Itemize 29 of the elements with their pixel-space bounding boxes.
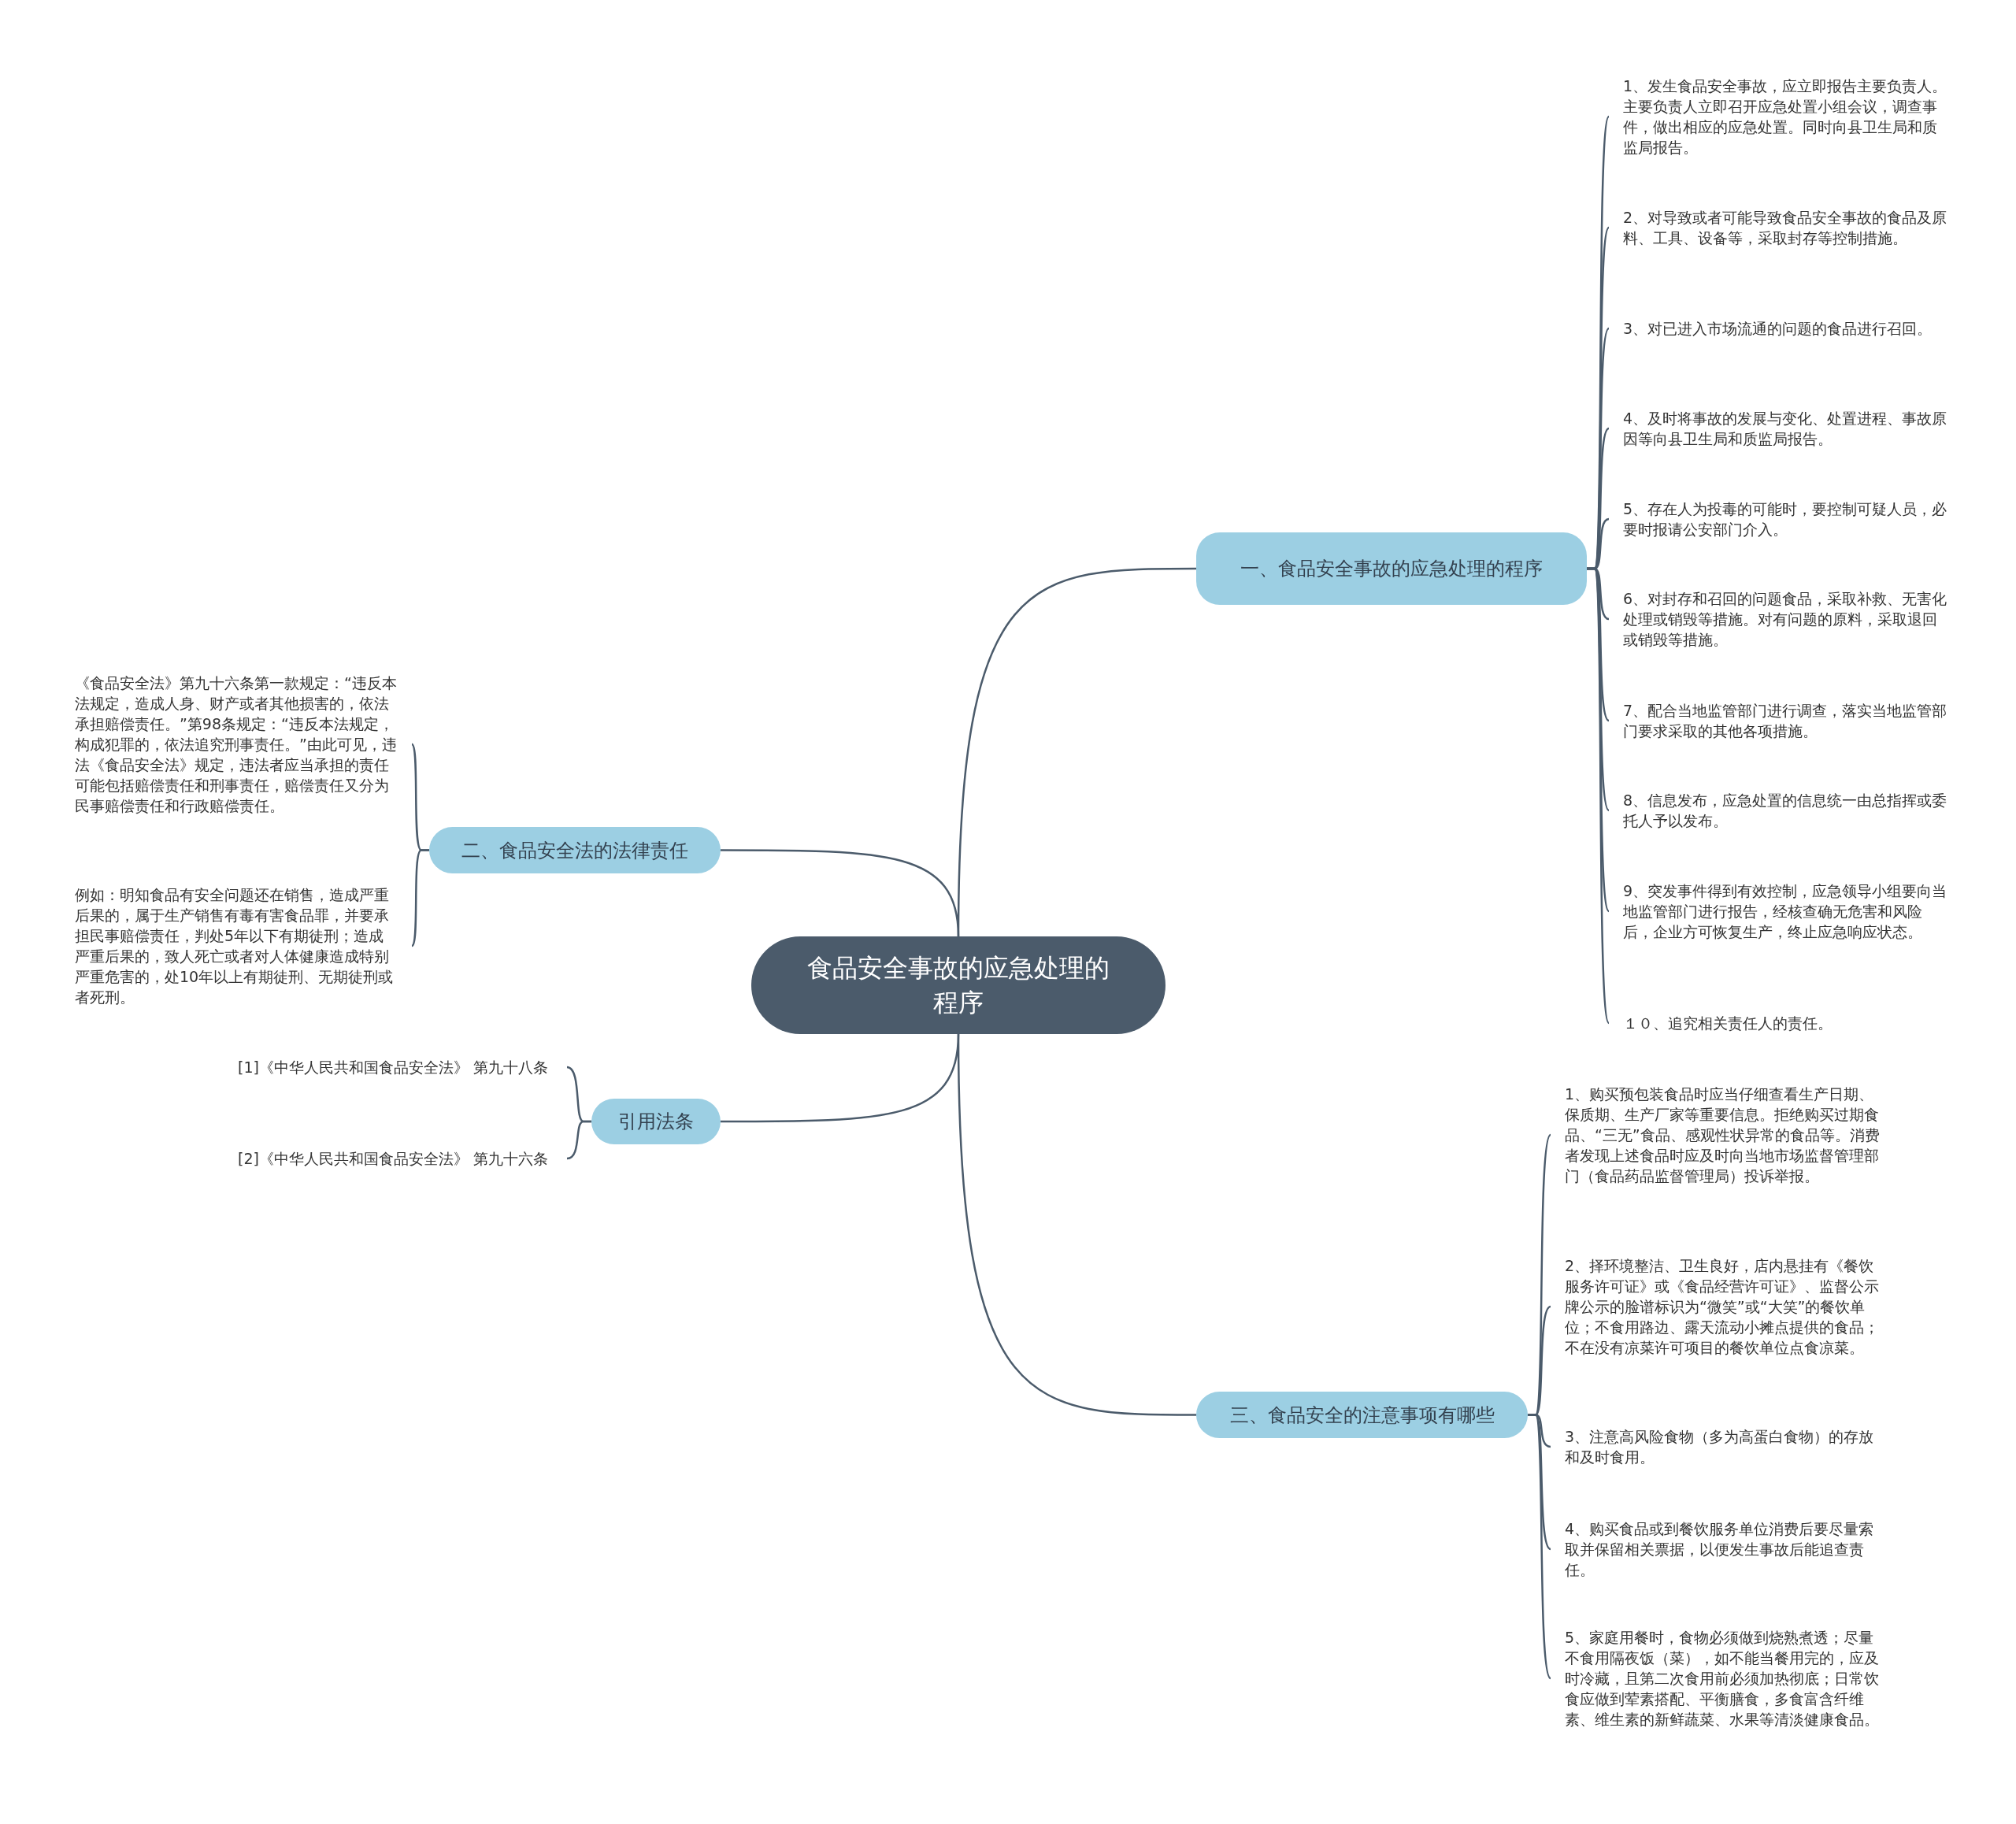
connector-line (411, 849, 429, 947)
note-text: 5、存在人为投毒的可能时，要控制可疑人员，必要时报请公安部门介入。 (1623, 499, 1947, 539)
connector-line (1528, 1414, 1552, 1679)
topic-pill: 三、食品安全的注意事项有哪些 (1196, 1392, 1528, 1438)
topic-pill: 引用法条 (591, 1099, 721, 1144)
note-text: 4、及时将事故的发展与变化、处置进程、事故原因等向县卫生局和质监局报告。 (1623, 408, 1947, 449)
note-text: 《食品安全法》第九十六条第一款规定：“违反本法规定，造成人身、财产或者其他损害的，依法承担赔偿责任。”第98条规定：“违反本法规定，构成犯罪的，依法追究刑事责任。”由此可见，违法《食品安全法》规定，违法者应当承担的责任可能包括赔偿责任和刑事责任，赔偿责任又分为民事赔偿责任和行政赔偿责任。 (75, 673, 398, 816)
connector-line (957, 1033, 1196, 1416)
note-text: 6、对封存和召回的问题食品，采取补救、无害化处理或销毁等措施。对有问题的原料，采取退回或销毁等措施。 (1623, 588, 1947, 650)
note-text: １０、追究相关责任人的责任。 (1623, 1013, 1947, 1033)
note-text: 7、配合当地监管部门进行调查，落实当地监管部门要求采取的其他各项措施。 (1623, 700, 1947, 741)
connector-line (721, 849, 960, 937)
note-text: 例如：明知食品有安全问题还在销售，造成严重后果的，属于生产销售有毒有害食品罪，并要承担民事赔偿责任，判处5年以下有期徒刑；造成严重后果的，致人死亡或者对人体健康造成特别严重危害的，处10年以上有期徒刑、无期徒刑或者死刑。 (75, 884, 398, 1007)
note-text: 3、对已进入市场流通的问题的食品进行召回。 (1623, 318, 1947, 339)
note-text: [2]《中华人民共和国食品安全法》 第九十六条 (238, 1148, 553, 1169)
note-text: 4、购买食品或到餐饮服务单位消费后要尽量索取并保留相关票据，以便发生事故后能追查责任。 (1565, 1518, 1888, 1580)
note-text: 8、信息发布，应急处置的信息统一由总指挥或委托人予以发布。 (1623, 790, 1947, 831)
topic-pill: 一、食品安全事故的应急处理的程序 (1196, 532, 1587, 605)
note-text: 5、家庭用餐时，食物必须做到烧熟煮透；尽量不食用隔夜饭（菜），如不能当餐用完的，应及时冷藏，且第二次食用前必须加热彻底；日常饮食应做到荤素搭配、平衡膳食，多食富含纤维素、维生素的新鲜蔬菜、水果等清淡健康食品。 (1565, 1627, 1888, 1729)
topic-pill: 二、食品安全法的法律责任 (429, 827, 721, 873)
central-topic: 食品安全事故的应急处理的程序 (751, 936, 1166, 1034)
note-text: 3、注意高风险食物（多为高蛋白食物）的存放和及时食用。 (1565, 1426, 1888, 1467)
note-text: 1、购买预包装食品时应当仔细查看生产日期、保质期、生产厂家等重要信息。拒绝购买过期食品、“三无”食品、感观性状异常的食品等。消费者发现上述食品时应及时向当地市场监督管理部门（食品药品监督管理局）投诉举报。 (1565, 1084, 1888, 1186)
connector-line (566, 1120, 591, 1160)
note-text: 2、对导致或者可能导致食品安全事故的食品及原料、工具、设备等，采取封存等控制措施。 (1623, 207, 1947, 248)
note-text: 1、发生食品安全事故，应立即报告主要负责人。主要负责人立即召开应急处置小组会议，调查事件，做出相应的应急处置。同时向县卫生局和质监局报告。 (1623, 76, 1947, 158)
note-text: 2、择环境整洁、卫生良好，店内悬挂有《餐饮服务许可证》或《食品经营许可证》、监督公示牌公示的脸谱标识为“微笑”或“大笑”的餐饮单位；不食用路边、露天流动小摊点提供的食品；不在没有凉菜许可项目的餐饮单位点食凉菜。 (1565, 1255, 1888, 1358)
note-text: 9、突发事件得到有效控制，应急领导小组要向当地监管部门进行报告，经核查确无危害和风险后，企业方可恢复生产，终止应急响应状态。 (1623, 880, 1947, 942)
note-text: [1]《中华人民共和国食品安全法》 第九十八条 (238, 1057, 553, 1077)
